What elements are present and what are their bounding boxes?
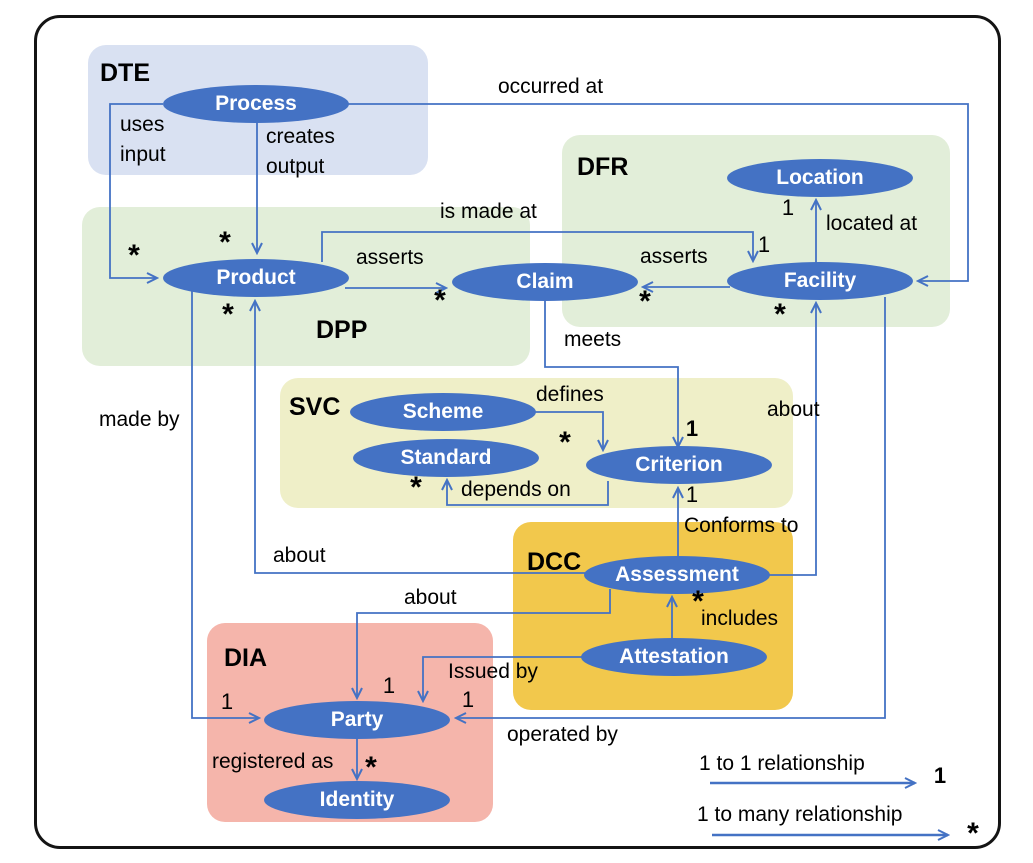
defines-label: defines (536, 383, 604, 406)
node-facility: Facility (727, 262, 913, 300)
mult-about-facility: * (774, 298, 786, 331)
conforms-to-label: Conforms to (684, 514, 799, 537)
one-made-by: 1 (220, 689, 234, 714)
node-label-claim: Claim (516, 270, 574, 293)
is-made-at-label: is made at (440, 200, 537, 223)
node-standard: Standard (353, 439, 539, 477)
node-label-process: Process (215, 92, 297, 115)
one-legend-one: 1 (933, 763, 947, 788)
legend-one-to-many-label: 1 to many relationship (697, 803, 903, 826)
located-at-label: located at (826, 212, 918, 235)
operated-by-label: operated by (507, 723, 618, 746)
node-product: Product (163, 259, 349, 297)
mult-about-product: * (222, 298, 234, 331)
one-located-at: 1 (781, 195, 795, 220)
mult-uses-input: * (128, 239, 140, 272)
node-label-assessment: Assessment (615, 563, 739, 586)
node-assessment: Assessment (584, 556, 770, 594)
about-product-label: about (273, 544, 326, 567)
includes-label: includes (701, 607, 779, 630)
one-is-made-at: 1 (757, 232, 771, 257)
mult-defines: * (559, 426, 571, 459)
group-label-dia: DIA (224, 644, 268, 672)
group-label-dte: DTE (100, 59, 150, 87)
node-attestation: Attestation (581, 638, 767, 676)
one-operated-by: 1 (461, 687, 475, 712)
node-label-party: Party (330, 708, 384, 731)
uses-input-label: uses input (120, 113, 166, 166)
node-party: Party (264, 701, 450, 739)
one-conforms-to: 1 (685, 482, 699, 507)
mult-legend-many: * (967, 817, 979, 850)
mult-includes: * (692, 585, 704, 618)
node-process: Process (163, 85, 349, 123)
node-claim: Claim (452, 263, 638, 301)
mult-asserts-facility: * (639, 285, 651, 318)
issued-by-label: Issued by (448, 660, 538, 683)
node-label-facility: Facility (783, 269, 857, 292)
mult-registered-as: * (365, 751, 377, 784)
node-location: Location (727, 159, 913, 197)
node-scheme: Scheme (350, 393, 536, 431)
meets-label: meets (564, 328, 622, 351)
group-label-dcc: DCC (527, 548, 582, 576)
node-label-location: Location (776, 166, 864, 189)
node-label-scheme: Scheme (402, 400, 484, 423)
node-label-attestation: Attestation (619, 645, 729, 668)
node-criterion: Criterion (586, 446, 772, 484)
legend-one-to-one-label: 1 to 1 relationship (699, 752, 865, 775)
registered-as-label: registered as (212, 750, 334, 773)
node-label-criterion: Criterion (635, 453, 723, 476)
group-label-svc: SVC (289, 393, 341, 421)
mult-asserts-product: * (434, 284, 446, 317)
group-label-dpp: DPP (316, 316, 368, 344)
one-meets: 1 (685, 416, 699, 441)
node-identity: Identity (264, 781, 450, 819)
asserts-product-label: asserts (356, 246, 424, 269)
mult-depends-on: * (410, 471, 422, 504)
mult-creates-output: * (219, 226, 231, 259)
one-about-party: 1 (382, 673, 396, 698)
about-facility-label: about (767, 398, 820, 421)
node-label-identity: Identity (319, 788, 395, 811)
asserts-facility-label: asserts (640, 245, 708, 268)
creates-output-label: creates output (266, 125, 335, 178)
made-by-label: made by (99, 408, 180, 431)
node-label-product: Product (216, 266, 296, 289)
about-party-label: about (404, 586, 457, 609)
node-label-standard: Standard (400, 446, 492, 469)
depends-on-label: depends on (461, 478, 571, 501)
occurred-at-label: occurred at (498, 75, 604, 98)
group-label-dfr: DFR (577, 153, 629, 181)
